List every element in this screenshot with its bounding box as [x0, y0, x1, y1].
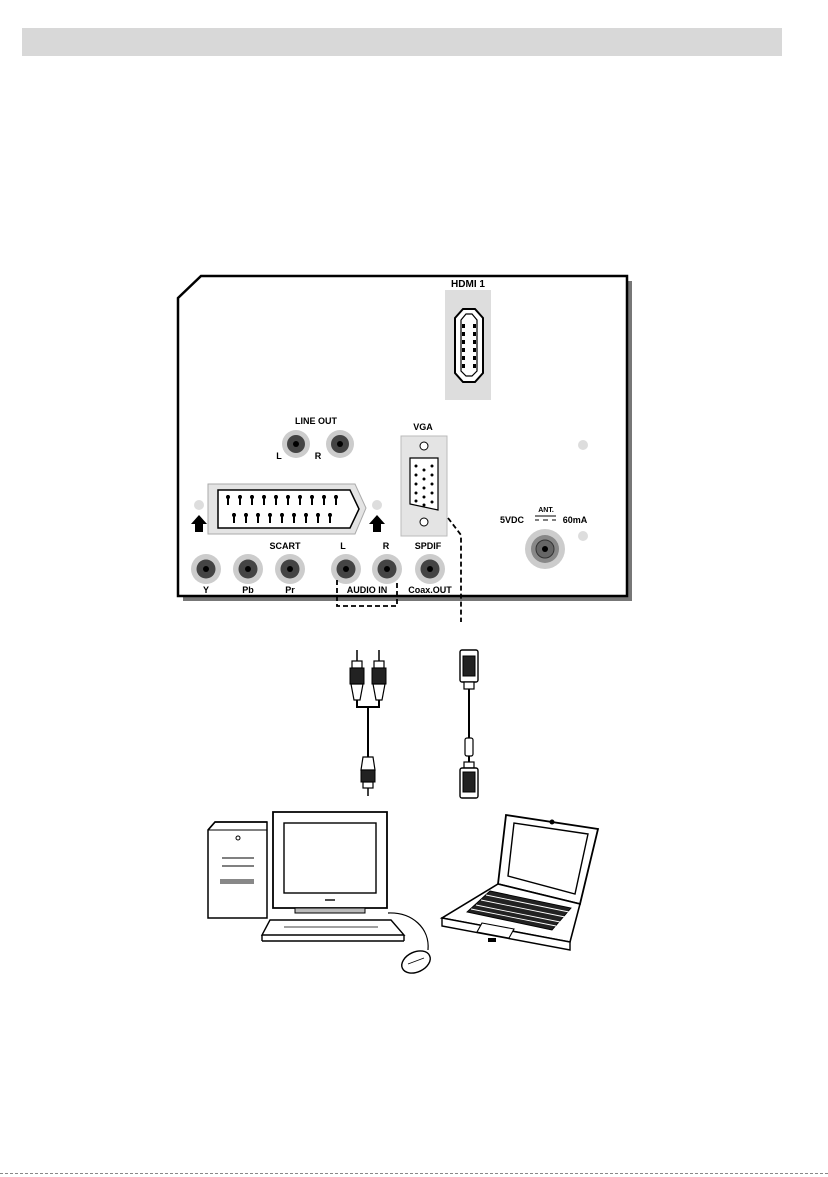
power-right-label: 60mA — [563, 515, 588, 525]
rca-audio-cable — [350, 650, 386, 796]
vga-label: VGA — [413, 422, 433, 432]
indicator-dot — [578, 440, 588, 450]
hdmi-label: HDMI 1 — [451, 279, 485, 290]
ant-label: ANT. — [538, 507, 554, 514]
component-video-jacks: Y Pb Pr — [191, 554, 305, 595]
line-out-l-label: L — [276, 451, 282, 461]
scart-label: SCART — [270, 541, 302, 551]
page-bottom-rule — [0, 1173, 828, 1174]
line-out-r-label: R — [315, 451, 322, 461]
pc-tower — [208, 822, 267, 918]
audio-l-label: L — [340, 541, 346, 551]
hdmi-port: HDMI 1 — [445, 279, 491, 400]
audio-r-label: R — [383, 541, 390, 551]
vga-cable — [460, 650, 478, 798]
power-left-label: 5VDC — [500, 515, 525, 525]
y-label: Y — [203, 585, 209, 595]
monitor — [262, 812, 404, 941]
pb-label: Pb — [242, 585, 254, 595]
pr-label: Pr — [285, 585, 295, 595]
laptop — [442, 815, 598, 950]
indicator-dot — [578, 531, 588, 541]
line-out-label: LINE OUT — [295, 416, 338, 426]
indicator-dot — [194, 500, 204, 510]
spdif-label: SPDIF — [415, 541, 442, 551]
scart-port — [208, 484, 366, 534]
indicator-dot — [372, 500, 382, 510]
audio-in-label: AUDIO IN — [347, 585, 388, 595]
vga-port: VGA — [401, 422, 447, 536]
mouse — [388, 913, 434, 977]
coax-out-label: Coax.OUT — [408, 585, 452, 595]
